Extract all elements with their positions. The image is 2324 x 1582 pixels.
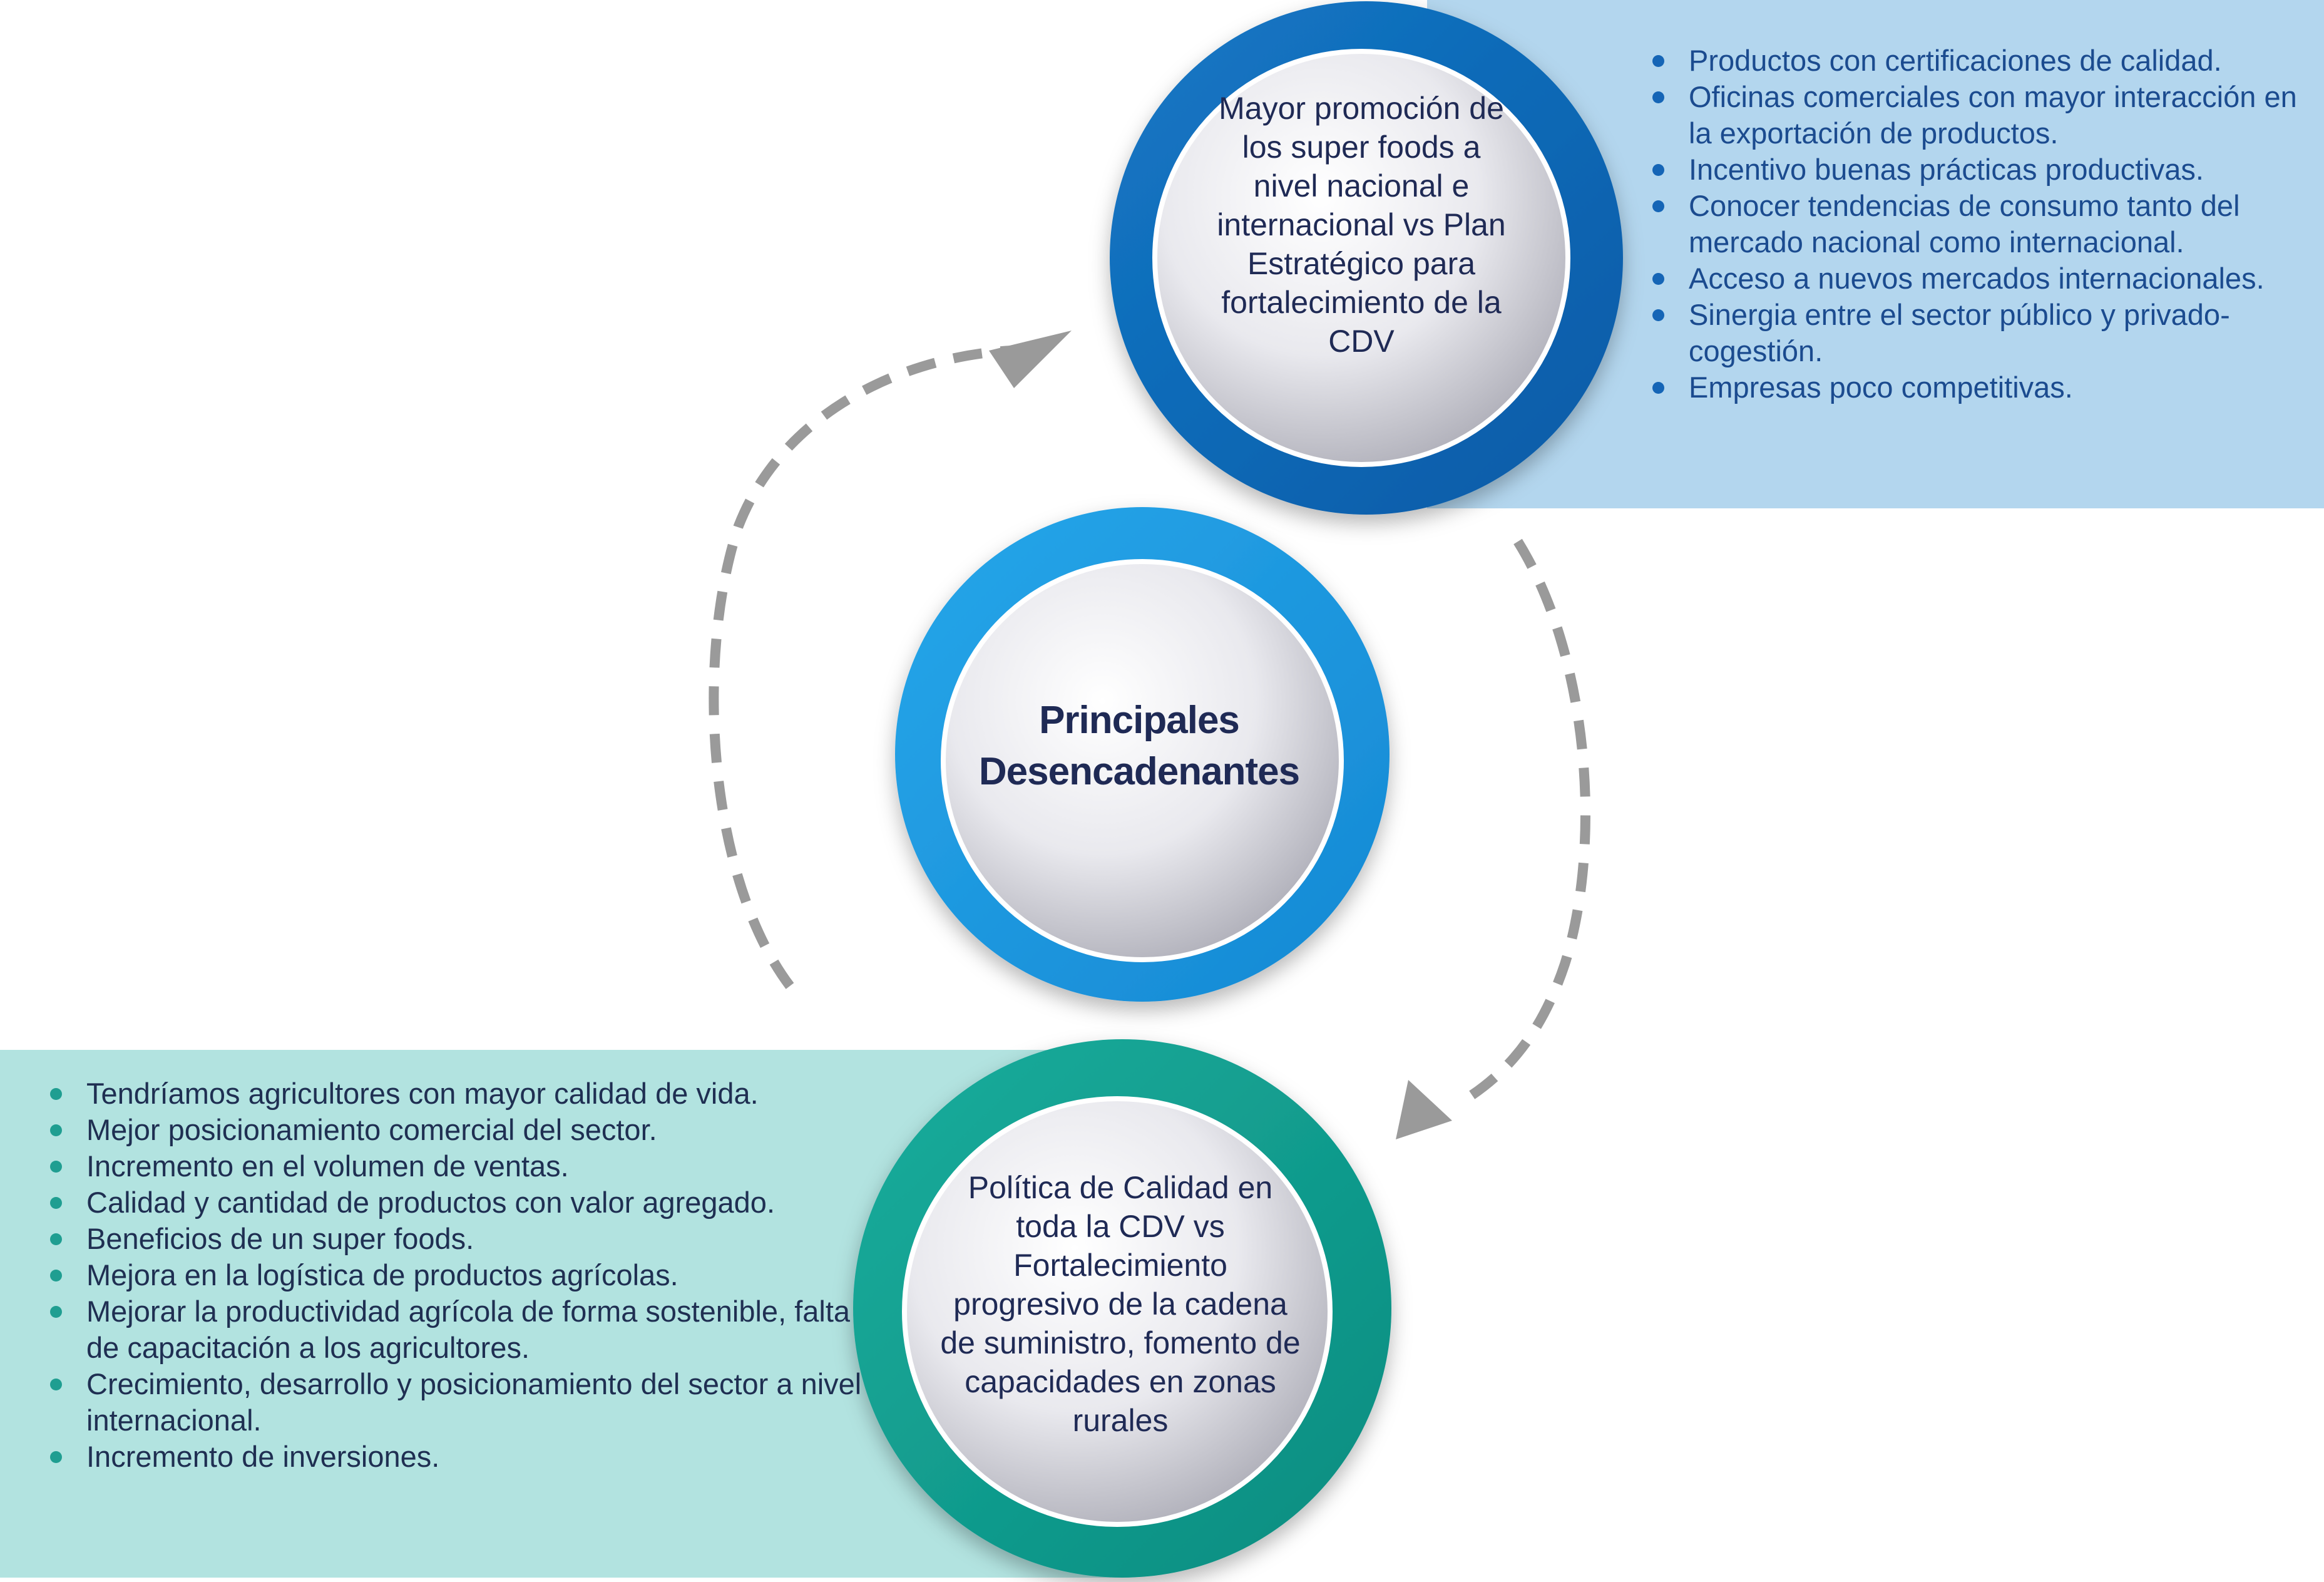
list-item: Incremento en el volumen de ventas. bbox=[50, 1148, 876, 1184]
top-circle bbox=[1110, 1, 1623, 515]
list-item: Tendríamos agricultores con mayor calida… bbox=[50, 1076, 876, 1112]
list-item: Mejorar la productividad agrícola de for… bbox=[50, 1293, 876, 1366]
top-circle-label: Mayor promoción de los super foods a niv… bbox=[1217, 91, 1506, 359]
list-item: Incentivo buenas prácticas productivas. bbox=[1652, 152, 2316, 188]
list-item: Mejor posicionamiento comercial del sect… bbox=[50, 1112, 876, 1148]
left-arrowhead-icon bbox=[989, 331, 1072, 388]
top-bullet-list: Productos con certificaciones de calidad… bbox=[1652, 43, 2316, 406]
bottom-circle-label: Política de Calidad en toda la CDV vs Fo… bbox=[940, 1170, 1301, 1438]
right-dashed-arc bbox=[1458, 538, 1590, 1106]
center-circle bbox=[895, 507, 1390, 1002]
bottom-bullet-list: Tendríamos agricultores con mayor calida… bbox=[50, 1076, 876, 1475]
list-item: Crecimiento, desarrollo y posicionamient… bbox=[50, 1366, 876, 1439]
bottom-circle bbox=[853, 1039, 1391, 1578]
list-item: Calidad y cantidad de productos con valo… bbox=[50, 1184, 876, 1221]
right-arrowhead-icon bbox=[1396, 1080, 1452, 1139]
list-item: Conocer tendencias de consumo tanto del … bbox=[1652, 188, 2316, 260]
list-item: Beneficios de un super foods. bbox=[50, 1221, 876, 1257]
list-item: Acceso a nuevos mercados internacionales… bbox=[1652, 260, 2316, 297]
center-circle-label: Principales Desencadenantes bbox=[978, 699, 1300, 793]
list-item: Empresas poco competitivas. bbox=[1652, 369, 2316, 406]
list-item: Sinergia entre el sector público y priva… bbox=[1652, 297, 2316, 369]
list-item: Oficinas comerciales con mayor interacci… bbox=[1652, 79, 2316, 152]
list-item: Incremento de inversiones. bbox=[50, 1439, 876, 1475]
list-item: Mejora en la logística de productos agrí… bbox=[50, 1257, 876, 1293]
list-item: Productos con certificaciones de calidad… bbox=[1652, 43, 2316, 79]
